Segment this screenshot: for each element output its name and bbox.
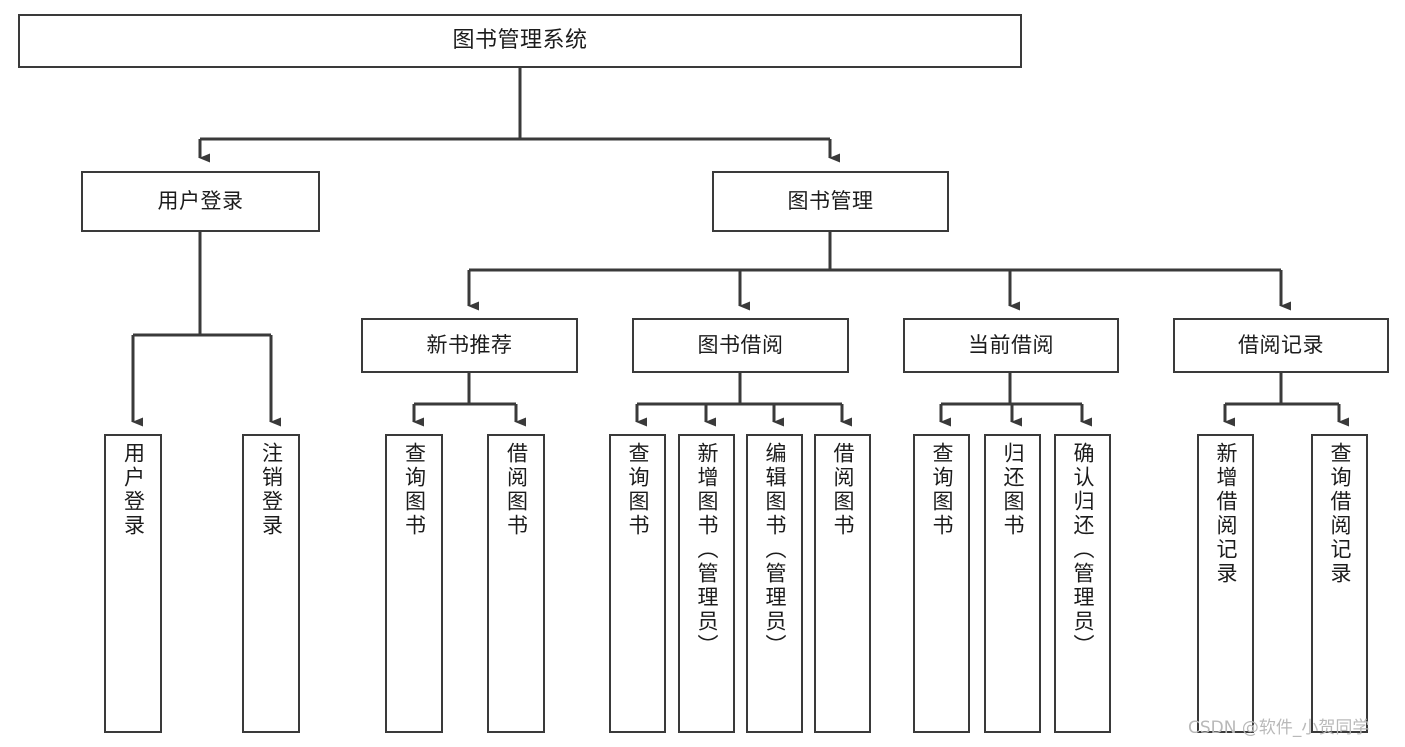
node-leaf-confirm-return-admin[interactable]: 确认归还（管理员） — [1054, 434, 1111, 733]
node-borrow-records[interactable]: 借阅记录 — [1173, 318, 1389, 373]
node-leaf-borrow-book-recommend[interactable]: 借阅图书 — [487, 434, 545, 733]
node-book-management[interactable]: 图书管理 — [712, 171, 949, 232]
node-book-borrow[interactable]: 图书借阅 — [632, 318, 849, 373]
node-leaf-add-borrow-record[interactable]: 新增借阅记录 — [1197, 434, 1254, 733]
node-leaf-query-book-recommend[interactable]: 查询图书 — [385, 434, 443, 733]
node-current-borrow-label: 当前借阅 — [968, 332, 1054, 357]
node-user-login[interactable]: 用户登录 — [81, 171, 320, 232]
node-book-management-label: 图书管理 — [787, 188, 874, 213]
node-root-system-label: 图书管理系统 — [452, 27, 588, 53]
node-leaf-add-book-admin-label: 新增图书（管理员） — [695, 442, 719, 658]
node-leaf-borrow-book-recommend-label: 借阅图书 — [504, 442, 529, 538]
csdn-watermark: CSDN @软件_小贺同学 — [1188, 718, 1370, 738]
node-leaf-user-login[interactable]: 用户登录 — [104, 434, 162, 733]
node-current-borrow[interactable]: 当前借阅 — [903, 318, 1119, 373]
node-leaf-lend-book[interactable]: 借阅图书 — [814, 434, 871, 733]
node-leaf-query-borrow-record-label: 查询借阅记录 — [1328, 442, 1352, 586]
node-leaf-query-book-recommend-label: 查询图书 — [402, 442, 427, 538]
node-leaf-query-book-borrow-label: 查询图书 — [626, 442, 650, 538]
node-leaf-return-book[interactable]: 归还图书 — [984, 434, 1041, 733]
node-book-borrow-label: 图书借阅 — [697, 332, 784, 357]
node-leaf-add-book-admin[interactable]: 新增图书（管理员） — [678, 434, 735, 733]
node-new-book-recommend[interactable]: 新书推荐 — [361, 318, 578, 373]
node-root-system[interactable]: 图书管理系统 — [18, 14, 1022, 68]
node-leaf-query-book-borrow[interactable]: 查询图书 — [609, 434, 666, 733]
node-new-book-recommend-label: 新书推荐 — [426, 332, 513, 357]
node-leaf-query-borrow-record[interactable]: 查询借阅记录 — [1311, 434, 1368, 733]
node-leaf-confirm-return-admin-label: 确认归还（管理员） — [1071, 442, 1095, 658]
node-borrow-records-label: 借阅记录 — [1238, 332, 1324, 357]
node-leaf-query-book-current-label: 查询图书 — [930, 442, 954, 538]
node-leaf-query-book-current[interactable]: 查询图书 — [913, 434, 970, 733]
node-user-login-label: 用户登录 — [157, 188, 244, 213]
node-leaf-user-logout[interactable]: 注销登录 — [242, 434, 300, 733]
node-leaf-lend-book-label: 借阅图书 — [831, 442, 855, 538]
node-leaf-edit-book-admin-label: 编辑图书（管理员） — [763, 442, 787, 658]
node-leaf-edit-book-admin[interactable]: 编辑图书（管理员） — [746, 434, 803, 733]
node-leaf-user-login-label: 用户登录 — [121, 442, 146, 538]
node-leaf-return-book-label: 归还图书 — [1001, 442, 1025, 538]
node-leaf-user-logout-label: 注销登录 — [259, 442, 284, 538]
node-leaf-add-borrow-record-label: 新增借阅记录 — [1214, 442, 1238, 586]
